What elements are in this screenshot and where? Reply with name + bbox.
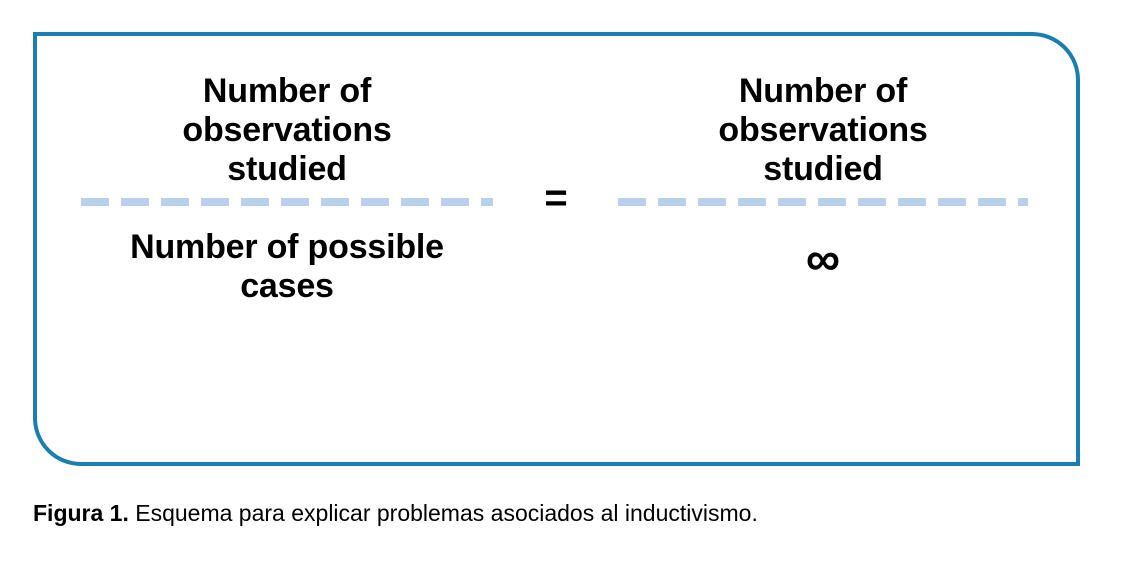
equals-operator: = [515, 72, 597, 218]
left-denominator-text: Number of possible cases [130, 228, 444, 305]
left-fraction-bar [81, 198, 493, 206]
right-numerator-text: Number of observations studied [718, 72, 928, 188]
left-numerator-text: Number of observations studied [182, 72, 392, 188]
figure-caption: Figura 1. Esquema para explicar problema… [33, 498, 1093, 528]
figure-frame: Number of observations studied Number of… [33, 32, 1080, 466]
right-fraction-bar [618, 198, 1028, 206]
equation-diagram: Number of observations studied Number of… [37, 36, 1076, 462]
caption-label: Figura 1. [33, 500, 129, 526]
fraction-left: Number of observations studied Number of… [59, 72, 515, 306]
equals-sign-glyph: = [544, 176, 568, 220]
caption-text: Esquema para explicar problemas asociado… [128, 500, 758, 526]
fraction-right: Number of observations studied ∞ [597, 72, 1049, 288]
infinity-icon: ∞ [805, 233, 841, 286]
